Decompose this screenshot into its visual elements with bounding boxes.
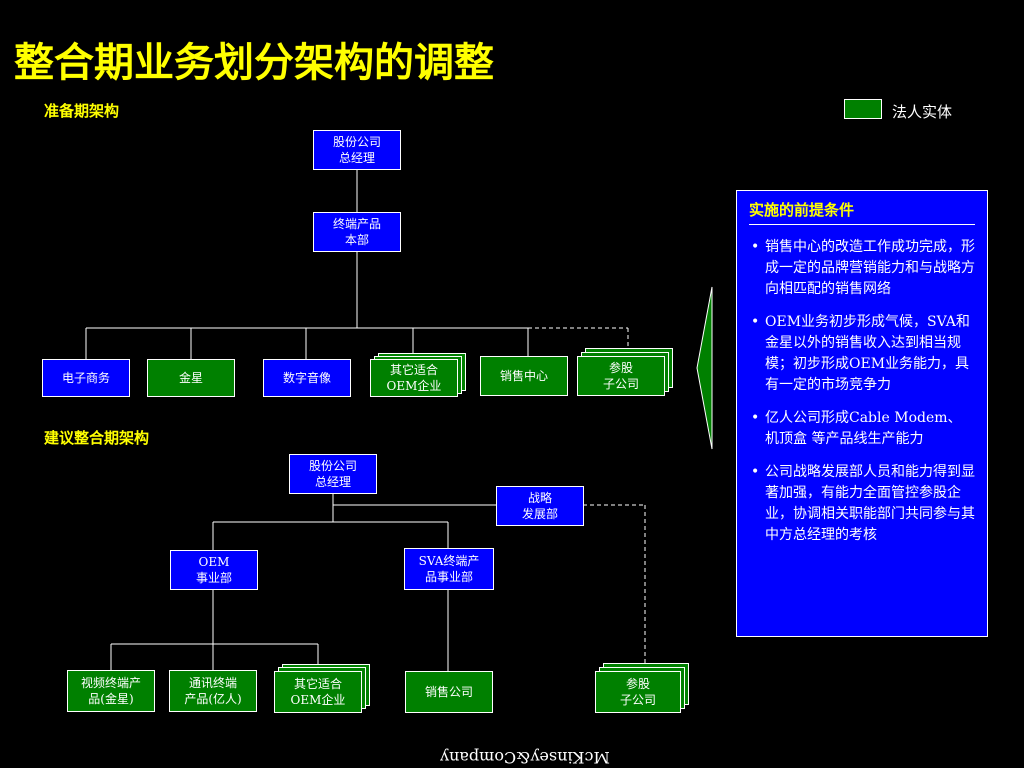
box-video-terminal-label: 视频终端产 品(金星) bbox=[80, 676, 141, 706]
box-strategy-dept: 战略 发展部 bbox=[496, 486, 584, 526]
box-gm-2: 股份公司 总经理 bbox=[289, 454, 377, 494]
box-affiliate-2: 参股 子公司 bbox=[595, 671, 681, 713]
panel-item: • 销售中心的改造工作成功完成，形成一定的品牌营销能力和与战略方向相匹配的销售网络 bbox=[749, 237, 975, 300]
section-label-preparation: 准备期架构 bbox=[44, 102, 120, 120]
panel-item: • 亿人公司形成Cable Modem、机顶盒 等产品线生产能力 bbox=[749, 408, 975, 450]
box-ecommerce: 电子商务 bbox=[42, 359, 130, 397]
box-terminal-hq: 终端产品 本部 bbox=[313, 212, 401, 252]
box-strategy-dept-label: 战略 发展部 bbox=[521, 491, 558, 521]
box-other-oem-2-label: 其它适合 OEM企业 bbox=[290, 677, 346, 707]
page-title: 整合期业务划分架构的调整 bbox=[14, 39, 494, 86]
box-sales-center: 销售中心 bbox=[480, 356, 568, 396]
box-oem-division: OEM 事业部 bbox=[170, 550, 258, 590]
panel-heading: 实施的前提条件 bbox=[749, 199, 975, 225]
box-other-oem-1-label: 其它适合 OEM企业 bbox=[386, 363, 442, 393]
arrow-shape bbox=[696, 286, 713, 450]
box-sales-company-label: 销售公司 bbox=[424, 685, 473, 699]
box-sales-company: 销售公司 bbox=[405, 671, 493, 713]
box-jinxing-label: 金星 bbox=[178, 371, 203, 385]
bullet-icon: • bbox=[751, 410, 760, 426]
prerequisites-panel: 实施的前提条件 • 销售中心的改造工作成功完成，形成一定的品牌营销能力和与战略方向… bbox=[736, 190, 988, 637]
box-sva-division-label: SVA终端产 品事业部 bbox=[418, 554, 480, 584]
box-terminal-hq-label: 终端产品 本部 bbox=[332, 217, 381, 247]
legend-label: 法人实体 bbox=[892, 103, 953, 121]
section-label-integration: 建议整合期架构 bbox=[44, 429, 150, 447]
panel-item-text: 公司战略发展部人员和能力得到显著加强，有能力全面管控参股企业，协调相关职能部门共… bbox=[765, 464, 975, 543]
box-gm-1: 股份公司 总经理 bbox=[313, 130, 401, 170]
box-jinxing: 金星 bbox=[147, 359, 235, 397]
legend-swatch bbox=[844, 99, 882, 119]
box-sva-division: SVA终端产 品事业部 bbox=[404, 548, 494, 590]
box-gm-1-label: 股份公司 总经理 bbox=[332, 135, 381, 165]
box-affiliate-2-label: 参股 子公司 bbox=[619, 677, 656, 707]
bullet-icon: • bbox=[751, 464, 760, 480]
panel-item-text: OEM业务初步形成气候，SVA和金星以外的销售收入达到相当规模；初步形成OEM业… bbox=[765, 314, 970, 393]
box-comm-terminal: 通讯终端 产品(亿人) bbox=[169, 670, 257, 712]
box-digital-av-label: 数字音像 bbox=[282, 371, 331, 385]
panel-item-text: 亿人公司形成Cable Modem、机顶盒 等产品线生产能力 bbox=[765, 410, 962, 447]
box-ecommerce-label: 电子商务 bbox=[61, 371, 110, 385]
box-other-oem-1: 其它适合 OEM企业 bbox=[370, 359, 458, 397]
bullet-icon: • bbox=[751, 239, 760, 255]
box-oem-division-label: OEM 事业部 bbox=[195, 555, 232, 585]
box-video-terminal: 视频终端产 品(金星) bbox=[67, 670, 155, 712]
footer-logo: McKinsey&Company bbox=[440, 748, 610, 767]
box-digital-av: 数字音像 bbox=[263, 359, 351, 397]
box-sales-center-label: 销售中心 bbox=[499, 369, 548, 383]
box-affiliate-1: 参股 子公司 bbox=[577, 356, 665, 396]
panel-item: • 公司战略发展部人员和能力得到显著加强，有能力全面管控参股企业，协调相关职能部门… bbox=[749, 462, 975, 546]
bullet-icon: • bbox=[751, 314, 760, 330]
box-comm-terminal-label: 通讯终端 产品(亿人) bbox=[184, 676, 242, 706]
box-other-oem-2: 其它适合 OEM企业 bbox=[274, 671, 362, 713]
box-affiliate-1-label: 参股 子公司 bbox=[602, 361, 639, 391]
panel-item: • OEM业务初步形成气候，SVA和金星以外的销售收入达到相当规模；初步形成OEM… bbox=[749, 312, 975, 396]
panel-item-text: 销售中心的改造工作成功完成，形成一定的品牌营销能力和与战略方向相匹配的销售网络 bbox=[765, 239, 975, 297]
box-gm-2-label: 股份公司 总经理 bbox=[308, 459, 357, 489]
